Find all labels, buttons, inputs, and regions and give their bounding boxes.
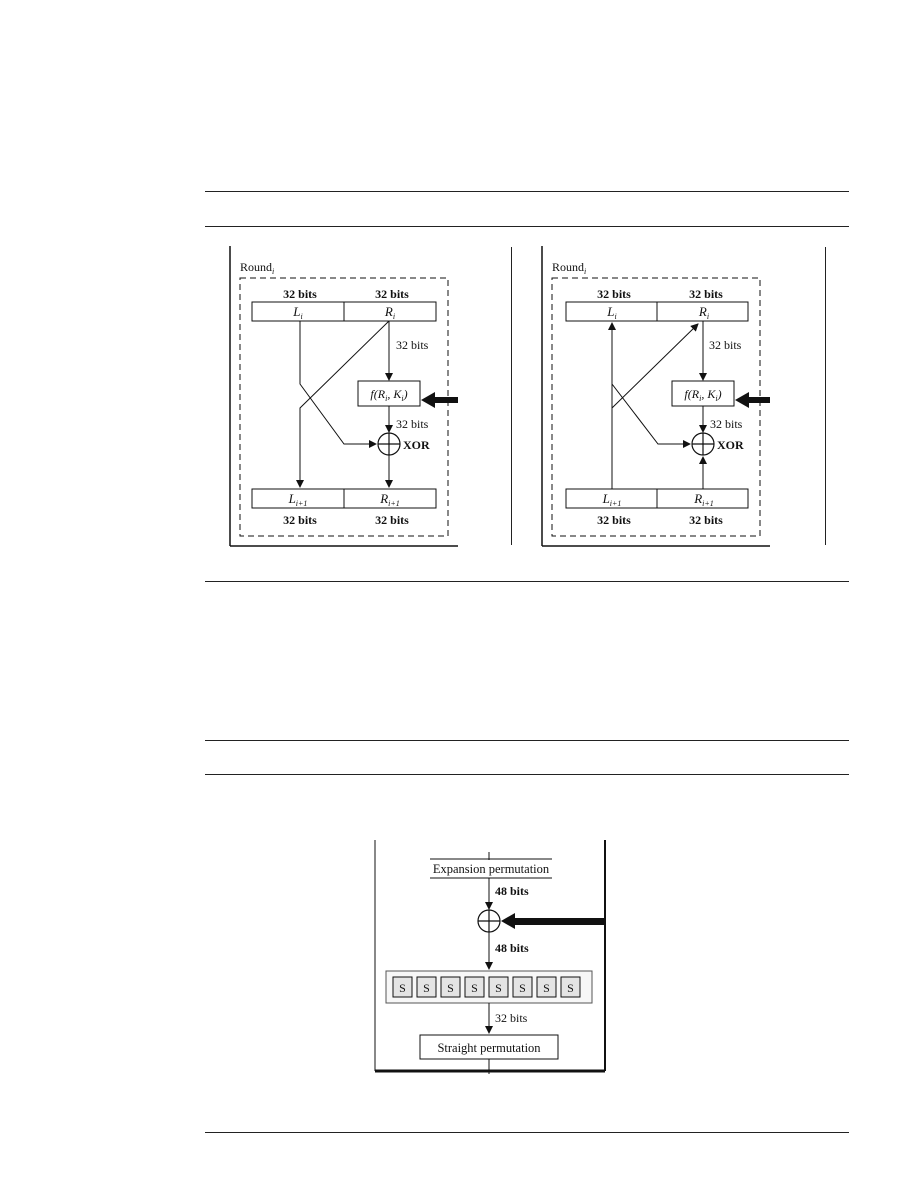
sbox-label-8: S [567, 981, 574, 995]
sbox-label-2: S [423, 981, 430, 995]
sbox-label-5: S [495, 981, 502, 995]
bits-to-xor: 32 bits [396, 417, 429, 431]
sbox-4 [464, 976, 485, 998]
top-bits-left: 32 bits [597, 287, 631, 301]
sbox-7 [536, 976, 557, 998]
cell-L-in: Li [292, 304, 302, 321]
path-to-R-top [611, 323, 699, 409]
bits-to-xor: 32 bits [710, 417, 743, 431]
cell-L-out: Li+1 [288, 491, 308, 508]
top-bits-left: 32 bits [283, 287, 317, 301]
xor-symbol [691, 432, 715, 456]
sbox-6 [512, 976, 533, 998]
feistel-round-left-panel: Roundi 32 bits 32 bits Li Ri 32 bits f(R… [229, 246, 458, 547]
f-function-label: f(Ri, Ki) [684, 387, 721, 403]
bits-after-sbox: 32 bits [495, 1011, 528, 1025]
key-input-arrow [501, 913, 605, 929]
sbox-label-3: S [447, 981, 454, 995]
sbox-5 [488, 976, 509, 998]
bits-to-f: 32 bits [396, 338, 429, 352]
key-input-arrow [735, 392, 770, 408]
cell-R-top: Ri [698, 304, 709, 321]
round-dashed-box [551, 277, 761, 537]
bottom-bits-right: 32 bits [689, 513, 723, 527]
f-function-label: f(Ri, Ki) [370, 387, 407, 403]
bits-after-xor: 48 bits [495, 941, 529, 955]
rule-mid-2 [205, 740, 849, 741]
des-function-diagram: Expansion permutation 48 bits 48 bits S S… [374, 840, 606, 1074]
sbox-8 [560, 976, 581, 998]
xor-label: XOR [717, 438, 744, 452]
rule-mid-1 [205, 581, 849, 582]
rule-bottom [205, 1132, 849, 1133]
bottom-bits-right: 32 bits [375, 513, 409, 527]
top-bits-right: 32 bits [375, 287, 409, 301]
round-label: Roundi [240, 260, 274, 276]
bits-to-f: 32 bits [709, 338, 742, 352]
straight-permutation-box [419, 1034, 559, 1060]
sbox-1 [392, 976, 413, 998]
bottom-bits-left: 32 bits [283, 513, 317, 527]
cell-L-bottom: Li+1 [602, 491, 622, 508]
sbox-label-1: S [399, 981, 406, 995]
cell-R-out: Ri+1 [379, 491, 400, 508]
straight-permutation-label: Straight permutation [437, 1041, 541, 1055]
cell-R-bottom: Ri+1 [693, 491, 714, 508]
path-L-to-xor [299, 321, 377, 448]
top-bits-right: 32 bits [689, 287, 723, 301]
rule-top-1 [205, 191, 849, 192]
sbox-label-7: S [543, 981, 550, 995]
sbox-2 [416, 976, 437, 998]
round-dashed-box [239, 277, 449, 537]
sbox-label-4: S [471, 981, 478, 995]
expansion-permutation-label: Expansion permutation [433, 862, 550, 876]
cell-R-in: Ri [384, 304, 395, 321]
panel-separator-left [511, 247, 512, 545]
sbox-label-6: S [519, 981, 526, 995]
key-input-arrow [421, 392, 458, 408]
xor-symbol [477, 909, 501, 933]
cell-L-top: Li [606, 304, 616, 321]
round-label: Roundi [552, 260, 586, 276]
sbox-3 [440, 976, 461, 998]
feistel-round-right-panel: Roundi 32 bits 32 bits Li Ri 32 bits f(R… [541, 246, 770, 547]
rule-top-2 [205, 226, 849, 227]
path-R-to-L-out [296, 320, 390, 488]
bits-after-expansion: 48 bits [495, 884, 529, 898]
panel-separator-right [825, 247, 826, 545]
rule-mid-3 [205, 774, 849, 775]
xor-symbol [377, 432, 401, 456]
bottom-bits-left: 32 bits [597, 513, 631, 527]
xor-label: XOR [403, 438, 430, 452]
